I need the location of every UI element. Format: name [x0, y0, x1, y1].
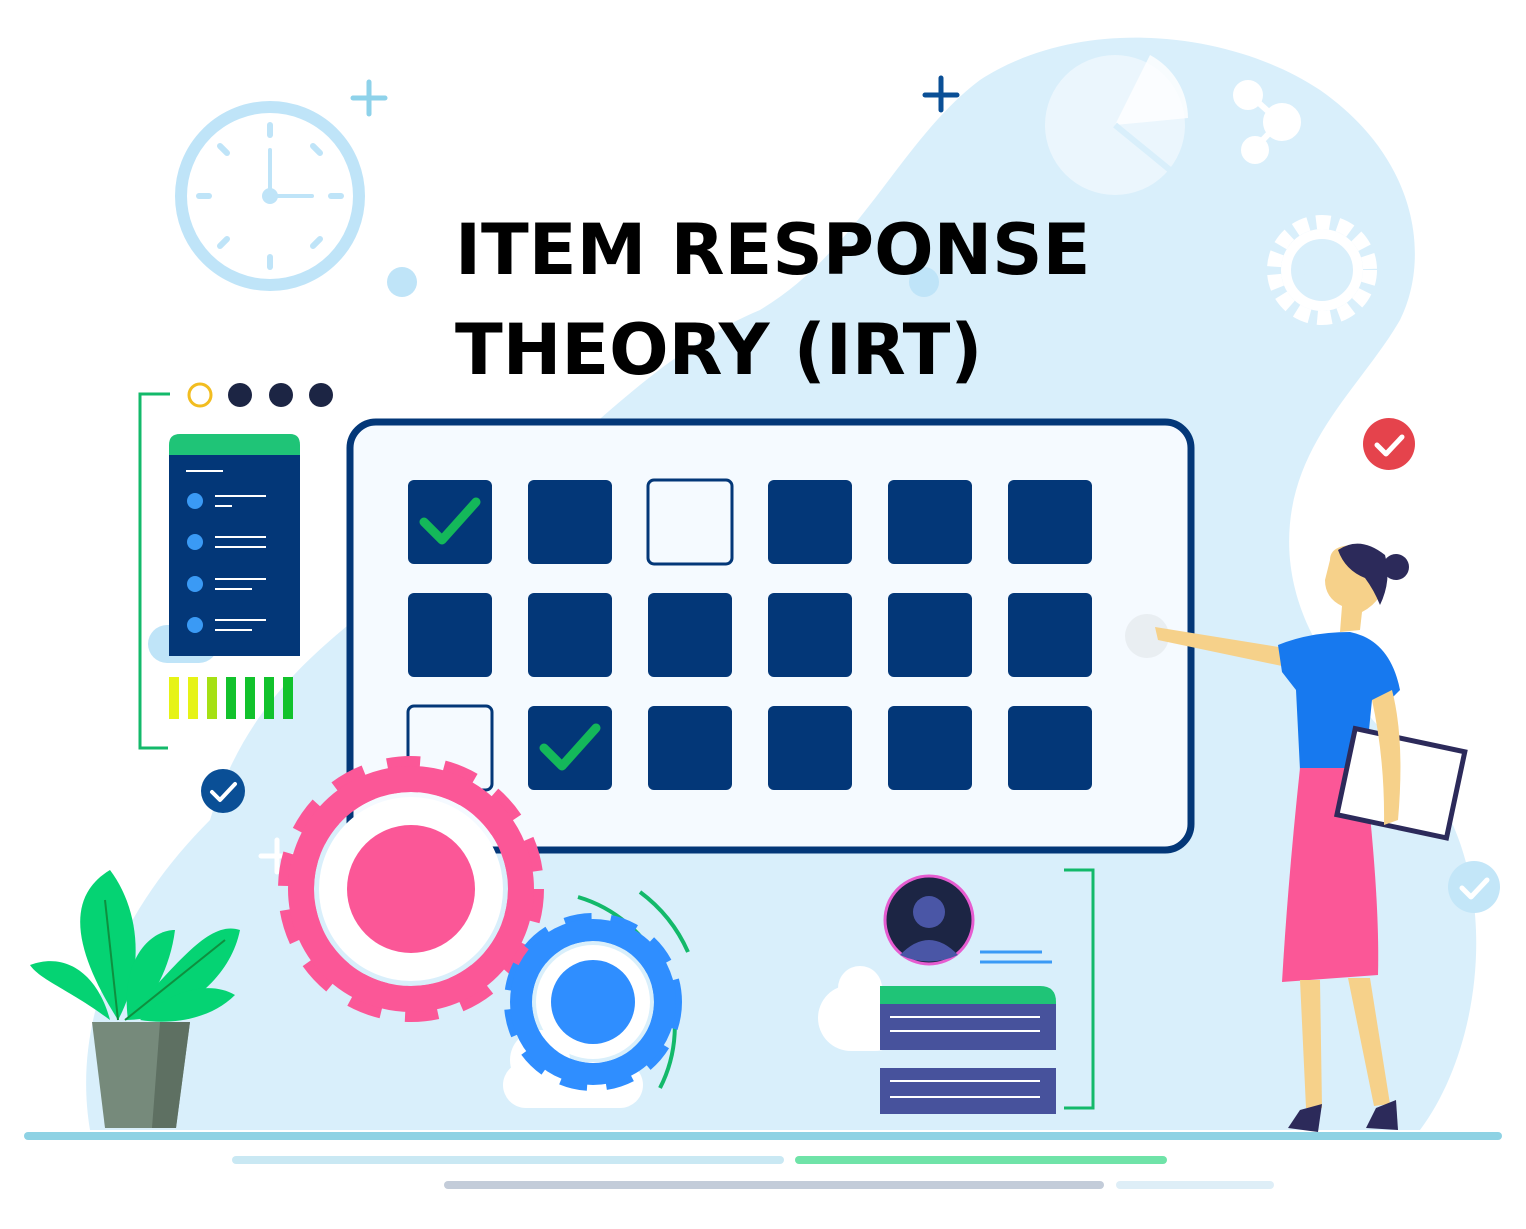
grid-cell-filled — [648, 593, 732, 677]
checkmark-icon — [539, 723, 601, 771]
pie-chart-icon — [1045, 55, 1188, 195]
signal-bar — [226, 677, 236, 719]
title-line-2: THEORY (IRT) — [455, 309, 983, 391]
check-badge-icon — [1448, 861, 1500, 913]
presenter-figure — [1125, 543, 1468, 1132]
plus-icon — [350, 79, 388, 117]
decor-dot — [909, 267, 939, 297]
title-line-1: ITEM RESPONSE — [455, 209, 1091, 291]
blue-gear-icon — [504, 913, 682, 1091]
grid-cell-filled — [528, 593, 612, 677]
clock-icon — [175, 101, 365, 291]
grid-cell-filled — [888, 593, 972, 677]
grid-cell-filled — [1008, 480, 1092, 564]
share-icon — [1233, 80, 1301, 164]
gear-icon — [1267, 215, 1377, 325]
status-dot — [309, 383, 333, 407]
grid-cell-filled — [528, 480, 612, 564]
signal-bar — [264, 677, 274, 719]
clipboard-icon — [1333, 725, 1468, 841]
grid-cell-filled — [1008, 593, 1092, 677]
status-dot — [187, 382, 213, 408]
check-badge-icon — [201, 769, 245, 813]
status-dot — [228, 383, 252, 407]
grid-cell-filled — [1008, 706, 1092, 790]
plant-icon — [30, 870, 240, 1128]
decor-dot — [387, 267, 417, 297]
grid-cell-filled — [768, 706, 852, 790]
pink-gear-icon — [278, 756, 544, 1022]
grid-cell-filled — [768, 593, 852, 677]
plus-icon — [922, 75, 960, 113]
signal-bar — [207, 677, 217, 719]
signal-bar — [169, 677, 179, 719]
signal-bar — [188, 677, 198, 719]
response-grid — [406, 478, 1092, 792]
grid-cell-filled — [768, 480, 852, 564]
grid-cell-filled — [888, 706, 972, 790]
signal-bar — [283, 677, 293, 719]
signal-strength-bars — [169, 677, 293, 719]
checkmark-icon — [419, 497, 481, 545]
grid-cell-filled — [408, 593, 492, 677]
floor-lines — [24, 1132, 1502, 1189]
page-title: ITEM RESPONSE THEORY (IRT) — [455, 200, 1155, 400]
profile-card — [818, 868, 1095, 1114]
signal-bar — [245, 677, 255, 719]
grid-cell-filled — [888, 480, 972, 564]
check-badge-icon — [1363, 418, 1415, 470]
grid-cell-filled — [648, 706, 732, 790]
status-dot — [269, 383, 293, 407]
grid-cell-empty — [646, 478, 734, 566]
checklist-panel — [138, 382, 333, 750]
motion-arc — [638, 890, 690, 953]
